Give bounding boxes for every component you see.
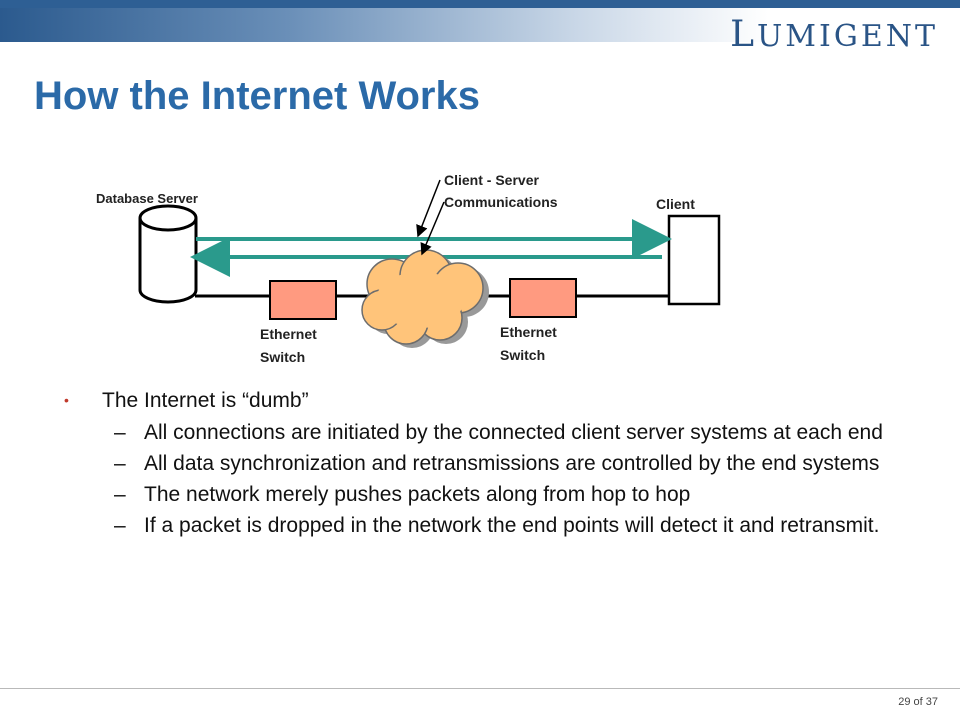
dash-icon: – (114, 421, 126, 444)
bullet-dot-icon: • (64, 392, 69, 408)
dash-icon: – (114, 483, 126, 506)
list-item: –The network merely pushes packets along… (64, 484, 924, 505)
footer-divider (0, 688, 960, 689)
page-number: 29 of 37 (898, 696, 938, 708)
ethernet-switch-left-icon (269, 280, 337, 320)
comm-label-line2: Communications (444, 194, 558, 210)
ethernet-switch-right-icon (509, 278, 577, 318)
switch-right-label-line1: Ethernet (500, 324, 557, 340)
list-item: –All connections are initiated by the co… (64, 422, 924, 443)
client-icon (667, 214, 721, 306)
header-band (0, 8, 960, 42)
dash-icon: – (114, 452, 126, 475)
list-item: –If a packet is dropped in the network t… (64, 515, 924, 536)
company-logo: LUMIGENT (730, 14, 938, 55)
slide-title: How the Internet Works (34, 74, 480, 118)
database-server-label: Database Server (96, 191, 198, 206)
main-bullet: • The Internet is “dumb” (64, 388, 924, 414)
internet-cloud-icon (361, 249, 489, 348)
comm-label-line1: Client - Server (444, 172, 539, 188)
network-diagram: Database Server Client - Server Communic… (0, 150, 960, 390)
callout-line-2 (420, 201, 445, 256)
switch-left-label-line1: Ethernet (260, 326, 317, 342)
sub-bullet-list: –All connections are initiated by the co… (64, 422, 924, 536)
list-item-text: All data synchronization and retransmiss… (144, 452, 880, 475)
bullet-list: • The Internet is “dumb” –All connection… (64, 388, 924, 546)
list-item-text: If a packet is dropped in the network th… (144, 514, 880, 537)
database-server-icon (138, 204, 198, 304)
list-item-text: The network merely pushes packets along … (144, 483, 691, 506)
dash-icon: – (114, 514, 126, 537)
top-bar (0, 0, 960, 8)
main-bullet-text: The Internet is “dumb” (102, 389, 309, 412)
switch-left-label-line2: Switch (260, 349, 306, 365)
list-item: –All data synchronization and retransmis… (64, 453, 924, 474)
callout-line-1 (416, 179, 441, 238)
list-item-text: All connections are initiated by the con… (144, 421, 883, 444)
switch-right-label-line2: Switch (500, 347, 546, 363)
client-label: Client (656, 196, 695, 212)
